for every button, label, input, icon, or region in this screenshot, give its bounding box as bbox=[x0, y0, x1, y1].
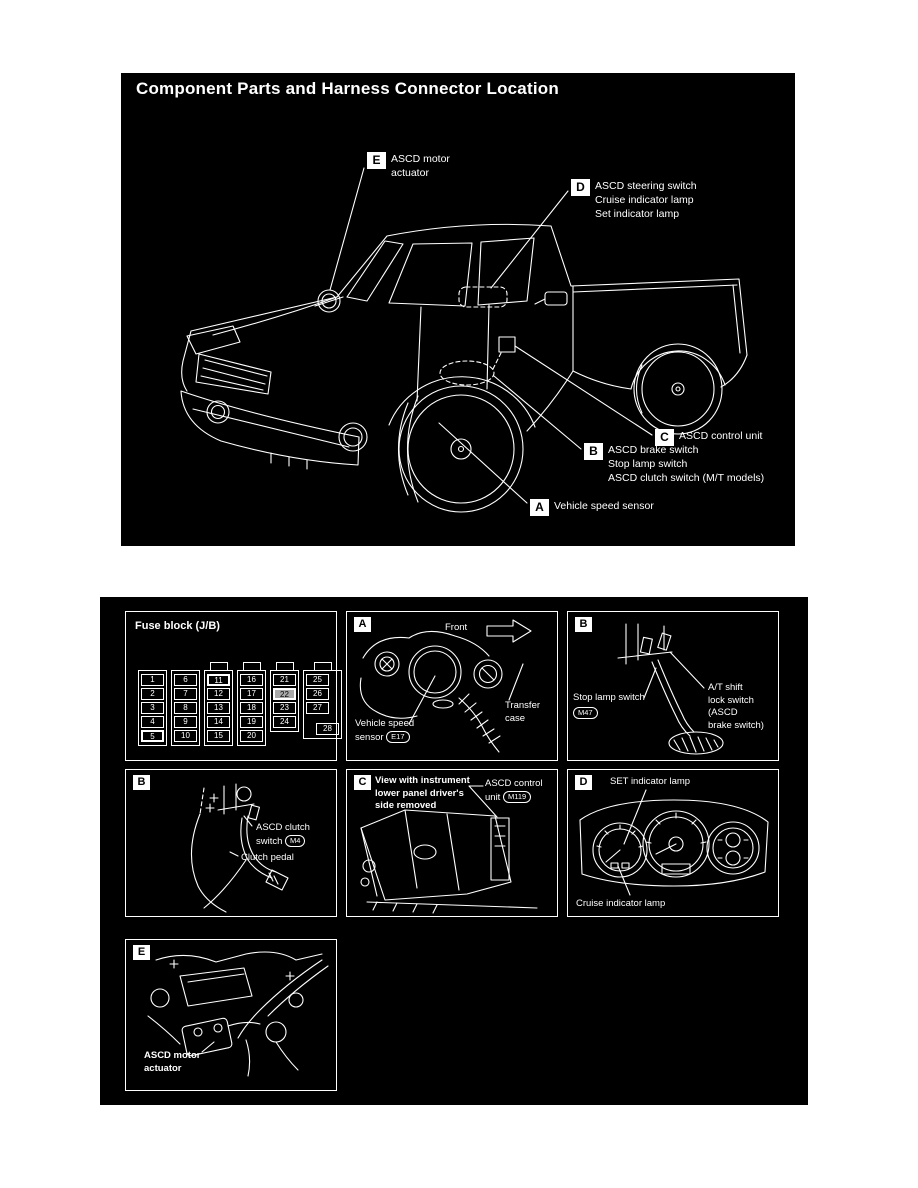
fuse-1: 1 bbox=[141, 674, 164, 686]
fuse-block-label: Fuse block (J/B) bbox=[135, 620, 220, 632]
detail-panel-b-brake: B Stop lamp switch M47 A/T shift lock sw… bbox=[567, 611, 779, 761]
fuse-17: 17 bbox=[240, 688, 263, 700]
detail-panel-b-clutch: B ASCD clutch switch M4 Clutch pedal bbox=[125, 769, 337, 917]
fuse-12: 12 bbox=[207, 688, 230, 700]
motor-actuator-label: ASCD motor actuator bbox=[144, 1050, 201, 1074]
fuse-10: 10 bbox=[174, 730, 197, 742]
fuse-19: 19 bbox=[240, 716, 263, 728]
detail-panel-e: E ASCD motor actuator bbox=[125, 939, 337, 1091]
clutch-pedal-illustration bbox=[190, 783, 289, 913]
callout-text: ASCD clutch switch (M/T models) bbox=[608, 472, 765, 484]
callout-text: actuator bbox=[391, 167, 429, 179]
callout-ascd-brake-switch: B ASCD brake switch Stop lamp switch ASC… bbox=[584, 443, 764, 485]
fuse-28: 28 bbox=[316, 723, 339, 735]
connector-badge-stop-lamp: M47 bbox=[573, 706, 598, 719]
callout-letter-b: B bbox=[584, 443, 603, 460]
fuse-6: 6 bbox=[174, 674, 197, 686]
shift-lock-switch-label: A/T shift lock switch (ASCD brake switch… bbox=[708, 682, 764, 731]
fuse-27: 27 bbox=[306, 702, 329, 714]
fuse-column: 11 12 13 14 15 bbox=[204, 670, 233, 746]
cluster-illustration bbox=[579, 789, 769, 896]
clutch-pedal-label: Clutch pedal bbox=[241, 852, 294, 863]
detail-panel-d: D SET indicator lamp Cruise indicator la… bbox=[567, 769, 779, 917]
panel-letter-a: A bbox=[354, 617, 371, 632]
callout-text: ASCD steering switch bbox=[595, 180, 697, 192]
control-unit-label: ASCD control unit M119 bbox=[485, 778, 543, 803]
fuse-11: 11 bbox=[207, 674, 230, 686]
fuse-column: 16 17 18 19 20 bbox=[237, 670, 266, 746]
callout-text: Set indicator lamp bbox=[595, 208, 680, 220]
callout-text: ASCD motor bbox=[391, 153, 450, 165]
page-title: Component Parts and Harness Connector Lo… bbox=[136, 79, 559, 98]
fuse-8: 8 bbox=[174, 702, 197, 714]
callout-letter-d: D bbox=[571, 179, 590, 196]
detail-panel-a: A Front Vehicle speed sensor E17 Transfe… bbox=[346, 611, 558, 761]
callout-ascd-steering-switch: D ASCD steering switch Cruise indicator … bbox=[571, 179, 697, 221]
callout-text: Vehicle speed sensor bbox=[554, 500, 654, 512]
detail-panel-c: C View with instrument lower panel drive… bbox=[346, 769, 558, 917]
fuse-15: 15 bbox=[207, 730, 230, 742]
truck-illustration bbox=[180, 167, 748, 513]
fuse-9: 9 bbox=[174, 716, 197, 728]
fuse-column: 1 2 3 4 5 bbox=[138, 670, 167, 746]
brake-pedal-illustration bbox=[617, 623, 724, 755]
panel-c-note: View with instrument lower panel driver'… bbox=[375, 775, 470, 811]
connector-badge-control-unit: M119 bbox=[502, 790, 532, 803]
connector-badge-clutch-switch: M4 bbox=[285, 834, 306, 847]
fuse-21: 21 bbox=[273, 674, 296, 686]
callout-vehicle-speed-sensor: A Vehicle speed sensor bbox=[530, 499, 654, 516]
fuse-column: 25 26 27 28 bbox=[303, 670, 342, 739]
panel-letter-c: C bbox=[354, 775, 371, 790]
fuse-16: 16 bbox=[240, 674, 263, 686]
fuse-13: 13 bbox=[207, 702, 230, 714]
transfer-case-label: Transfer case bbox=[505, 700, 541, 724]
callout-text: ASCD control unit bbox=[679, 430, 763, 442]
fuse-26: 26 bbox=[306, 688, 329, 700]
callout-letter-e: E bbox=[367, 152, 386, 169]
fuse-22: 22 bbox=[273, 688, 296, 700]
callout-letter-c: C bbox=[655, 429, 674, 446]
panel-letter-b: B bbox=[575, 617, 592, 632]
fuse-25: 25 bbox=[306, 674, 329, 686]
callout-letter-a: A bbox=[530, 499, 549, 516]
clutch-switch-label: ASCD clutch switch M4 bbox=[256, 822, 310, 847]
fuse-3: 3 bbox=[141, 702, 164, 714]
fuse-24: 24 bbox=[273, 716, 296, 728]
set-indicator-label: SET indicator lamp bbox=[610, 776, 691, 787]
front-label: Front bbox=[445, 622, 468, 633]
stop-lamp-switch-label: Stop lamp switch M47 bbox=[573, 692, 645, 719]
callout-ascd-control-unit: C ASCD control unit bbox=[655, 429, 763, 446]
callout-text: Cruise indicator lamp bbox=[595, 194, 694, 206]
callout-ascd-motor-actuator: E ASCD motor actuator bbox=[367, 152, 450, 180]
fuse-4: 4 bbox=[141, 716, 164, 728]
fuse-18: 18 bbox=[240, 702, 263, 714]
fuse-column: 21 22 23 24 bbox=[270, 670, 299, 732]
actuator-illustration bbox=[147, 951, 329, 1077]
fuse-column: 6 7 8 9 10 bbox=[171, 670, 200, 746]
top-diagram-panel: Component Parts and Harness Connector Lo… bbox=[121, 73, 795, 546]
connector-badge-speed-sensor: E17 bbox=[386, 730, 410, 743]
callout-text: Stop lamp switch bbox=[608, 458, 688, 470]
speed-sensor-illustration bbox=[359, 619, 532, 753]
control-unit-illustration bbox=[360, 785, 538, 914]
cruise-indicator-label: Cruise indicator lamp bbox=[576, 898, 666, 909]
panel-letter-e: E bbox=[133, 945, 150, 960]
callout-text: ASCD brake switch bbox=[608, 444, 699, 456]
fuse-20: 20 bbox=[240, 730, 263, 742]
speed-sensor-label: Vehicle speed sensor E17 bbox=[355, 718, 415, 743]
fuse-14: 14 bbox=[207, 716, 230, 728]
fuse-5: 5 bbox=[141, 730, 164, 742]
panel-letter-b2: B bbox=[133, 775, 150, 790]
panel-letter-d: D bbox=[575, 775, 592, 790]
fuse-2: 2 bbox=[141, 688, 164, 700]
fuse-23: 23 bbox=[273, 702, 296, 714]
fuse-7: 7 bbox=[174, 688, 197, 700]
